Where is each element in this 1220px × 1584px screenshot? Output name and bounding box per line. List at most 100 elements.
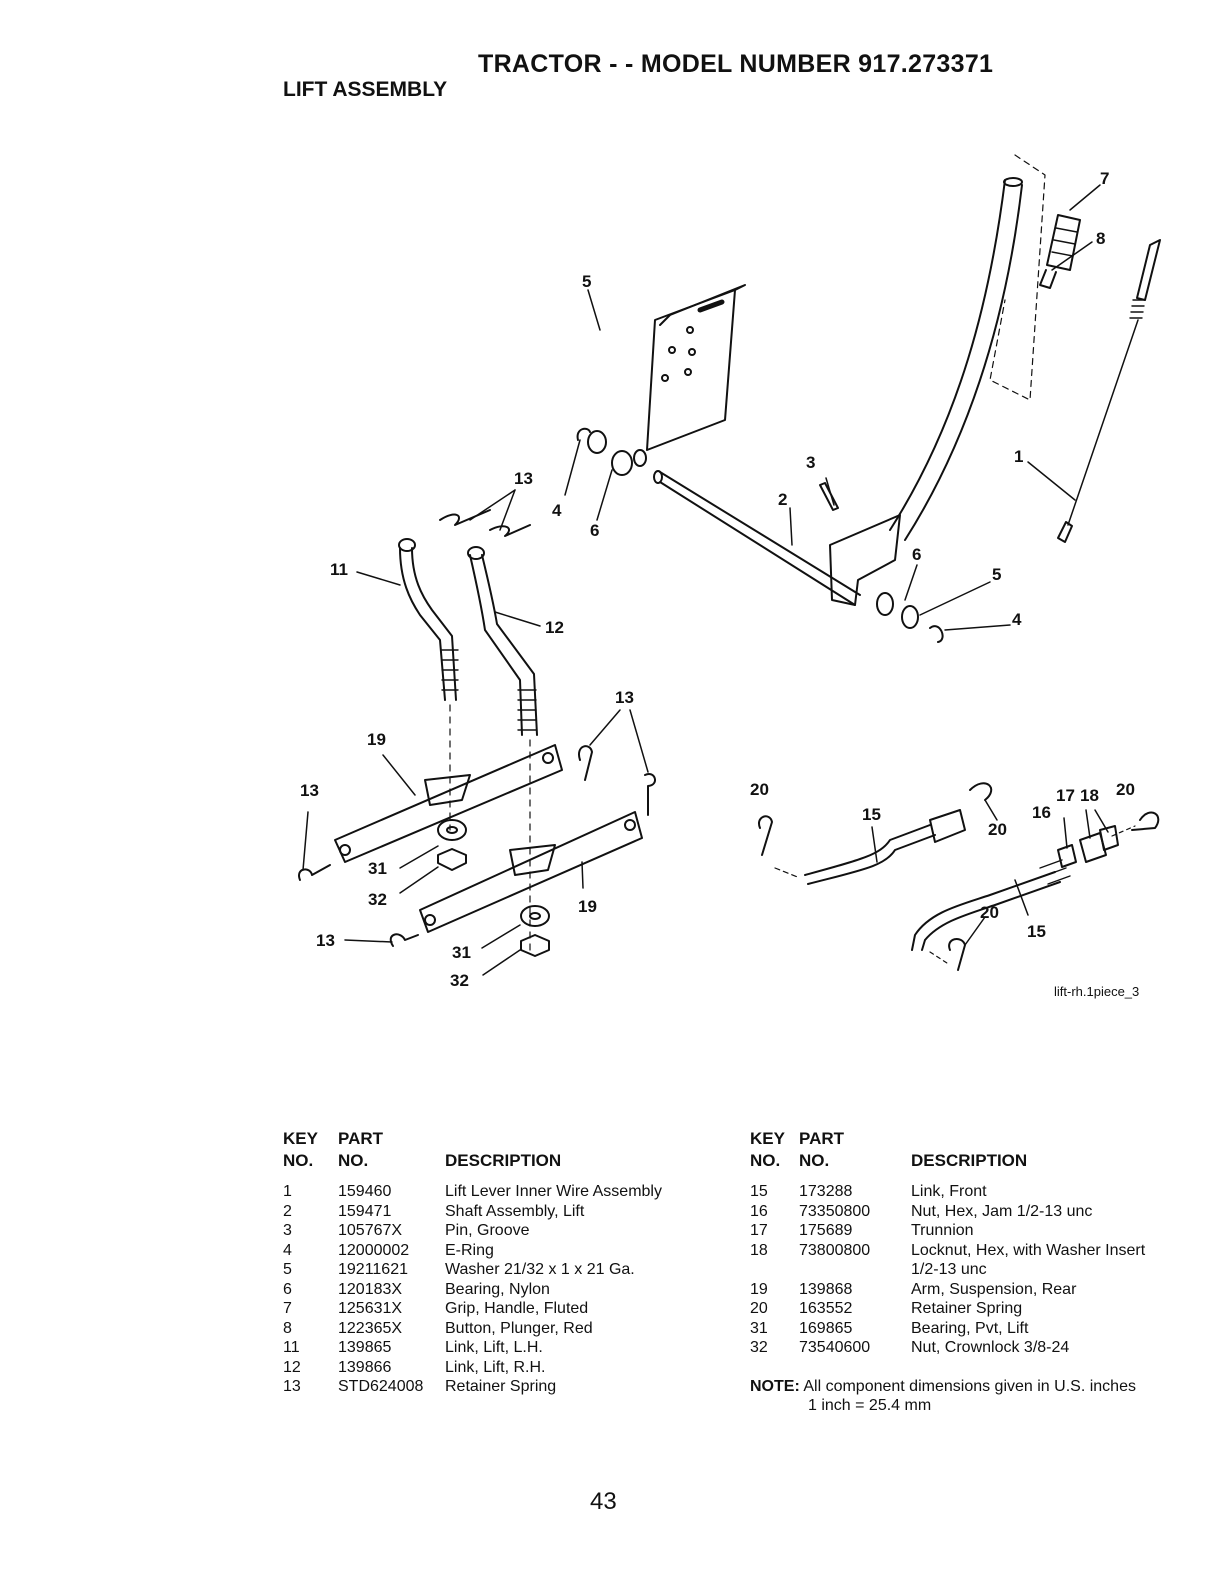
handle-axis-dashed xyxy=(989,154,1046,401)
callout-32b: 32 xyxy=(450,971,469,990)
lever-bracket xyxy=(829,514,901,606)
lift-shaft xyxy=(633,449,861,606)
page-number: 43 xyxy=(590,1488,617,1515)
table-row: 32 73540600 Nut, Crownlock 3/8-24 xyxy=(750,1338,1145,1358)
part-no: 173288 xyxy=(799,1183,853,1200)
part-description: Trunnion xyxy=(911,1222,974,1239)
part-no: 125631X xyxy=(338,1300,403,1317)
part-no: 105767X xyxy=(338,1222,403,1239)
table-row: 16 73350800 Nut, Hex, Jam 1/2-13 unc xyxy=(750,1202,1145,1222)
callout-5b: 5 xyxy=(992,565,1001,584)
key-no: 31 xyxy=(750,1319,768,1337)
key-no: 32 xyxy=(750,1339,768,1356)
header-part: PART xyxy=(338,1129,384,1148)
part-no: 73800800 xyxy=(799,1241,871,1259)
callout-3: 3 xyxy=(806,453,815,472)
link-lift-lh xyxy=(398,538,459,701)
callout-13a: 13 xyxy=(514,469,533,488)
suspension-arm-lower xyxy=(419,811,643,933)
header-key-no: NO. xyxy=(750,1151,781,1170)
part-no: 73350800 xyxy=(799,1202,871,1220)
part-no: 175689 xyxy=(799,1222,853,1239)
callout-15a: 15 xyxy=(862,805,881,824)
key-no: 8 xyxy=(283,1319,292,1337)
callout-13c: 13 xyxy=(300,781,319,800)
part-description: Washer 21/32 x 1 x 21 Ga. xyxy=(445,1261,635,1278)
key-no: 7 xyxy=(283,1300,292,1317)
callout-7: 7 xyxy=(1100,169,1109,188)
callout-13d: 13 xyxy=(316,931,335,950)
callout-6b: 6 xyxy=(912,545,921,564)
part-no: 19211621 xyxy=(338,1261,408,1278)
header-part-no: NO. xyxy=(338,1151,369,1170)
suspension-arm-upper xyxy=(334,744,563,863)
callout-2: 2 xyxy=(778,490,787,509)
callout-4b: 4 xyxy=(1012,610,1022,629)
part-description: Pin, Groove xyxy=(445,1222,530,1239)
key-no: 12 xyxy=(283,1358,301,1376)
callout-12: 12 xyxy=(545,618,564,637)
section-title: LIFT ASSEMBLY xyxy=(283,78,448,101)
part-description: Button, Plunger, Red xyxy=(445,1319,593,1337)
lift-lever-handle xyxy=(889,177,1023,541)
part-no: 12000002 xyxy=(338,1241,410,1259)
callout-20d: 20 xyxy=(980,903,999,922)
part-no: 139865 xyxy=(338,1339,392,1356)
part-no: 120183X xyxy=(338,1280,403,1298)
part-description: Bearing, Nylon xyxy=(445,1280,550,1298)
callout-20b: 20 xyxy=(988,820,1007,839)
key-no: 17 xyxy=(750,1222,768,1239)
groove-pin xyxy=(819,482,839,511)
part-description: Retainer Spring xyxy=(445,1378,557,1395)
dimension-note: NOTE: All component dimensions given in … xyxy=(750,1377,1136,1415)
callout-20a: 20 xyxy=(750,780,769,799)
part-description: Link, Lift, L.H. xyxy=(445,1339,543,1356)
key-no: 18 xyxy=(750,1241,768,1259)
part-no: 169865 xyxy=(799,1319,853,1337)
part-no: STD624008 xyxy=(338,1378,424,1395)
part-description: Lift Lever Inner Wire Assembly xyxy=(445,1183,662,1200)
header-description: DESCRIPTION xyxy=(445,1151,562,1170)
part-no: 73540600 xyxy=(799,1339,871,1356)
header-key: KEY xyxy=(283,1129,318,1148)
note-line-1: All component dimensions given in U.S. i… xyxy=(803,1378,1136,1395)
table-row: 17 175689 Trunnion xyxy=(750,1221,1145,1241)
key-no: 20 xyxy=(750,1300,768,1317)
part-description: Nut, Crownlock 3/8-24 xyxy=(911,1339,1070,1356)
lift-assembly-diagram: 1 2 3 4 4 5 5 6 6 7 8 11 12 13 13 13 13 … xyxy=(298,154,1161,999)
part-description: 1/2-13 unc xyxy=(911,1261,987,1278)
part-description: Retainer Spring xyxy=(911,1300,1023,1317)
part-description: Shaft Assembly, Lift xyxy=(445,1202,585,1220)
key-no xyxy=(750,1260,799,1280)
callout-15b: 15 xyxy=(1027,922,1046,941)
header-part-no: NO. xyxy=(799,1151,830,1170)
callout-19b: 19 xyxy=(578,897,597,916)
part-description: Bearing, Pvt, Lift xyxy=(911,1319,1029,1337)
part-no: 163552 xyxy=(799,1300,853,1317)
callout-6: 6 xyxy=(590,521,599,540)
header-key-no: NO. xyxy=(283,1151,314,1170)
part-no: 159471 xyxy=(338,1202,392,1220)
key-no: 1 xyxy=(283,1183,292,1200)
callout-1: 1 xyxy=(1014,447,1023,466)
key-no: 16 xyxy=(750,1202,768,1220)
diagram-caption: lift-rh.1piece_3 xyxy=(1054,984,1139,999)
key-no: 19 xyxy=(750,1280,768,1298)
front-link-lower xyxy=(911,859,1071,971)
grip-handle xyxy=(1039,214,1081,289)
key-no: 4 xyxy=(283,1241,292,1259)
callout-4: 4 xyxy=(552,501,562,520)
callout-11: 11 xyxy=(330,560,348,579)
part-no xyxy=(799,1260,911,1280)
part-description: Nut, Hex, Jam 1/2-13 unc xyxy=(911,1202,1093,1220)
callout-5: 5 xyxy=(582,272,591,291)
